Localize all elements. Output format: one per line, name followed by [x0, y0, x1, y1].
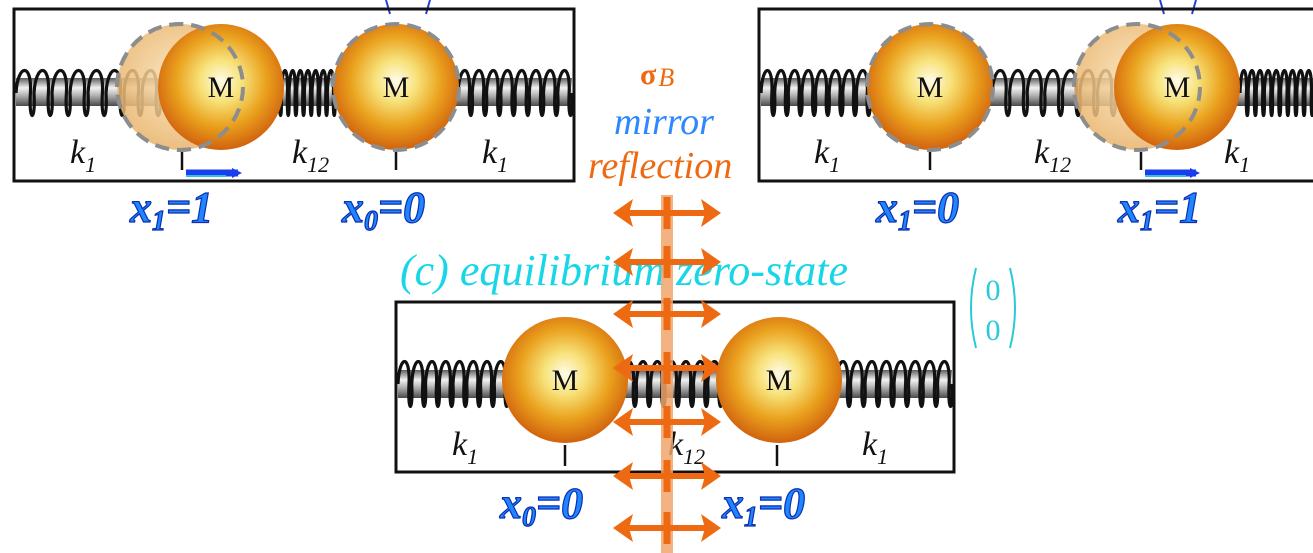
mass-label: M	[917, 71, 944, 104]
vector-component: 0	[986, 274, 1001, 307]
spring-constant-label: k1	[452, 426, 478, 469]
reflection-arrows	[613, 197, 721, 544]
mass-label: M	[383, 71, 410, 104]
ghost-outline	[1072, 22, 1202, 152]
equilibrium-outline	[331, 22, 461, 152]
spring-right	[456, 69, 574, 117]
coordinate-label: x0=0	[341, 183, 425, 237]
double-arrow	[613, 246, 721, 278]
spring-constant-label: k1	[70, 134, 96, 177]
spring-constant-label: k1	[814, 134, 840, 177]
coordinate-label: x1=1	[1117, 183, 1201, 237]
spring-right	[834, 360, 954, 408]
mass-ball	[716, 317, 842, 443]
spring-constant-label: k12	[292, 134, 329, 177]
frame	[757, 7, 1313, 183]
panel-top-left: M M k1 k12 k1 x1=1 x0=0	[12, 0, 576, 238]
double-arrow	[613, 512, 721, 544]
spring-constant-label: k1	[482, 134, 508, 177]
panel-caption: (c) equilibrium zero-state	[400, 246, 848, 295]
ghost-outline	[115, 22, 245, 152]
double-arrow	[613, 406, 721, 438]
vector-bracket-left	[970, 267, 977, 349]
coordinate-label: x1=1	[129, 183, 213, 237]
mass-label: M	[552, 364, 579, 397]
vector-component: 0	[986, 314, 1001, 347]
mass-label: M	[766, 364, 793, 397]
coordinate-label: x1=0	[721, 479, 805, 533]
frame	[12, 7, 576, 183]
coordinate-label: x1=0	[875, 183, 959, 237]
panel-top-right: M M k1 k12 k1 x1=0 x1=1	[757, 0, 1313, 238]
mass-ball	[867, 24, 993, 150]
spring-constant-label: k1	[862, 426, 888, 469]
spring-left	[759, 69, 872, 117]
mirror-label: mirror	[614, 101, 714, 143]
spring-constant-label: k12	[1034, 134, 1071, 177]
symmetry-operator: σB	[640, 58, 674, 92]
spring-right	[1238, 69, 1313, 118]
state-vector: 0 0	[970, 267, 1016, 349]
spring-constant-label: k12	[668, 426, 705, 469]
vector-bracket-right	[1009, 267, 1016, 349]
mass-label: M	[1164, 71, 1191, 104]
equilibrium-outline	[865, 22, 995, 152]
double-arrow	[613, 197, 721, 229]
angle-arc-fragment	[385, 0, 431, 15]
reflection-label: reflection	[588, 145, 732, 187]
double-arrow	[613, 298, 721, 330]
mass-ball	[1114, 24, 1240, 150]
angle-arc-fragment	[1159, 0, 1197, 15]
coordinate-label: x0=0	[499, 479, 583, 533]
mirror-plane: σB mirror reflection	[588, 58, 732, 553]
spring-left	[396, 360, 510, 408]
frame	[394, 300, 956, 474]
mass-ball	[333, 24, 459, 150]
mass-ball	[158, 24, 284, 150]
double-arrow	[613, 352, 721, 384]
mass-label: M	[208, 71, 235, 104]
panel-bottom: M M k1 k12 k1 x0=0 x1=0	[394, 300, 956, 534]
double-arrow	[613, 460, 721, 492]
spring-constant-label: k1	[1224, 134, 1250, 177]
mass-ball	[502, 317, 628, 443]
